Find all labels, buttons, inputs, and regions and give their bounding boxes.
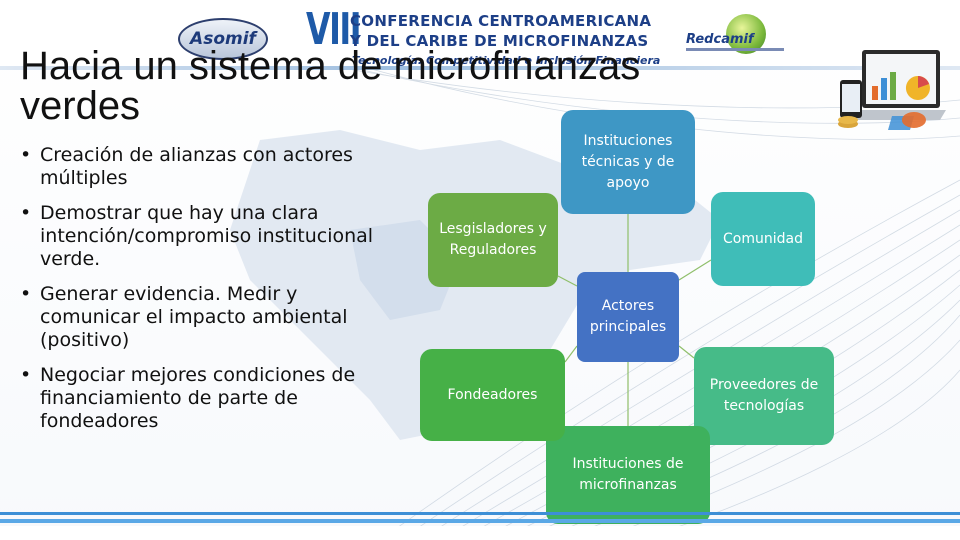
bullet-item: Creación de alianzas con actores múltipl… bbox=[20, 144, 400, 190]
footer-stripe-2 bbox=[0, 519, 960, 523]
bullet-list: Creación de alianzas con actores múltipl… bbox=[20, 144, 400, 445]
asomif-logo: Asomif bbox=[178, 18, 268, 60]
node-comunidad: Comunidad bbox=[711, 192, 815, 286]
node-instituciones-microfinanzas: Instituciones de microfinanzas bbox=[546, 426, 710, 524]
header-divider bbox=[0, 66, 960, 70]
connector-top-left bbox=[557, 275, 578, 287]
footer-stripe-1 bbox=[0, 512, 960, 515]
redcamif-logo-text: Redcamif bbox=[686, 32, 754, 47]
node-fondeadores: Fondeadores bbox=[420, 349, 565, 441]
connector-left bbox=[564, 345, 578, 363]
footer-stripe-3 bbox=[0, 526, 960, 540]
asomif-logo-text: Asomif bbox=[190, 29, 256, 49]
bullet-item: Negociar mejores condiciones de financia… bbox=[20, 364, 400, 433]
globe-icon bbox=[726, 14, 766, 54]
node-legisladores-reguladores: Lesgisladores y Reguladores bbox=[428, 193, 558, 287]
header-bar: Asomif VIII CONFERENCIA CENTROAMERICANA … bbox=[0, 0, 960, 70]
footer-stripes bbox=[0, 512, 960, 540]
node-instituciones-tecnicas: Instituciones técnicas y de apoyo bbox=[561, 110, 695, 214]
connector-bottom-right bbox=[678, 345, 695, 359]
bullet-item: Demostrar que hay una clara intención/co… bbox=[20, 202, 400, 271]
slide-title: Hacia un sistema de microfinanzas verdes bbox=[20, 44, 641, 128]
bullet-item: Generar evidencia. Medir y comunicar el … bbox=[20, 283, 400, 352]
redcamif-logo: Redcamif bbox=[686, 14, 786, 66]
actors-diagram: Instituciones técnicas y de apoyo Comuni… bbox=[410, 100, 850, 530]
conference-title-line1: CONFERENCIA CENTROAMERICANA bbox=[350, 12, 652, 30]
redcamif-underline bbox=[686, 48, 784, 51]
conference-tagline: Tecnología: Competitividad e Inclusión F… bbox=[352, 54, 661, 67]
connector-right bbox=[678, 259, 712, 281]
diagram-connectors bbox=[557, 214, 712, 426]
laptop-chart-illustration bbox=[838, 50, 946, 130]
conference-title-line2: Y DEL CARIBE DE MICROFINANZAS bbox=[350, 32, 649, 50]
node-actores-principales: Actores principales bbox=[577, 272, 679, 362]
node-proveedores-tecnologias: Proveedores de tecnologías bbox=[694, 347, 834, 445]
edition-number: VIII bbox=[306, 4, 362, 55]
